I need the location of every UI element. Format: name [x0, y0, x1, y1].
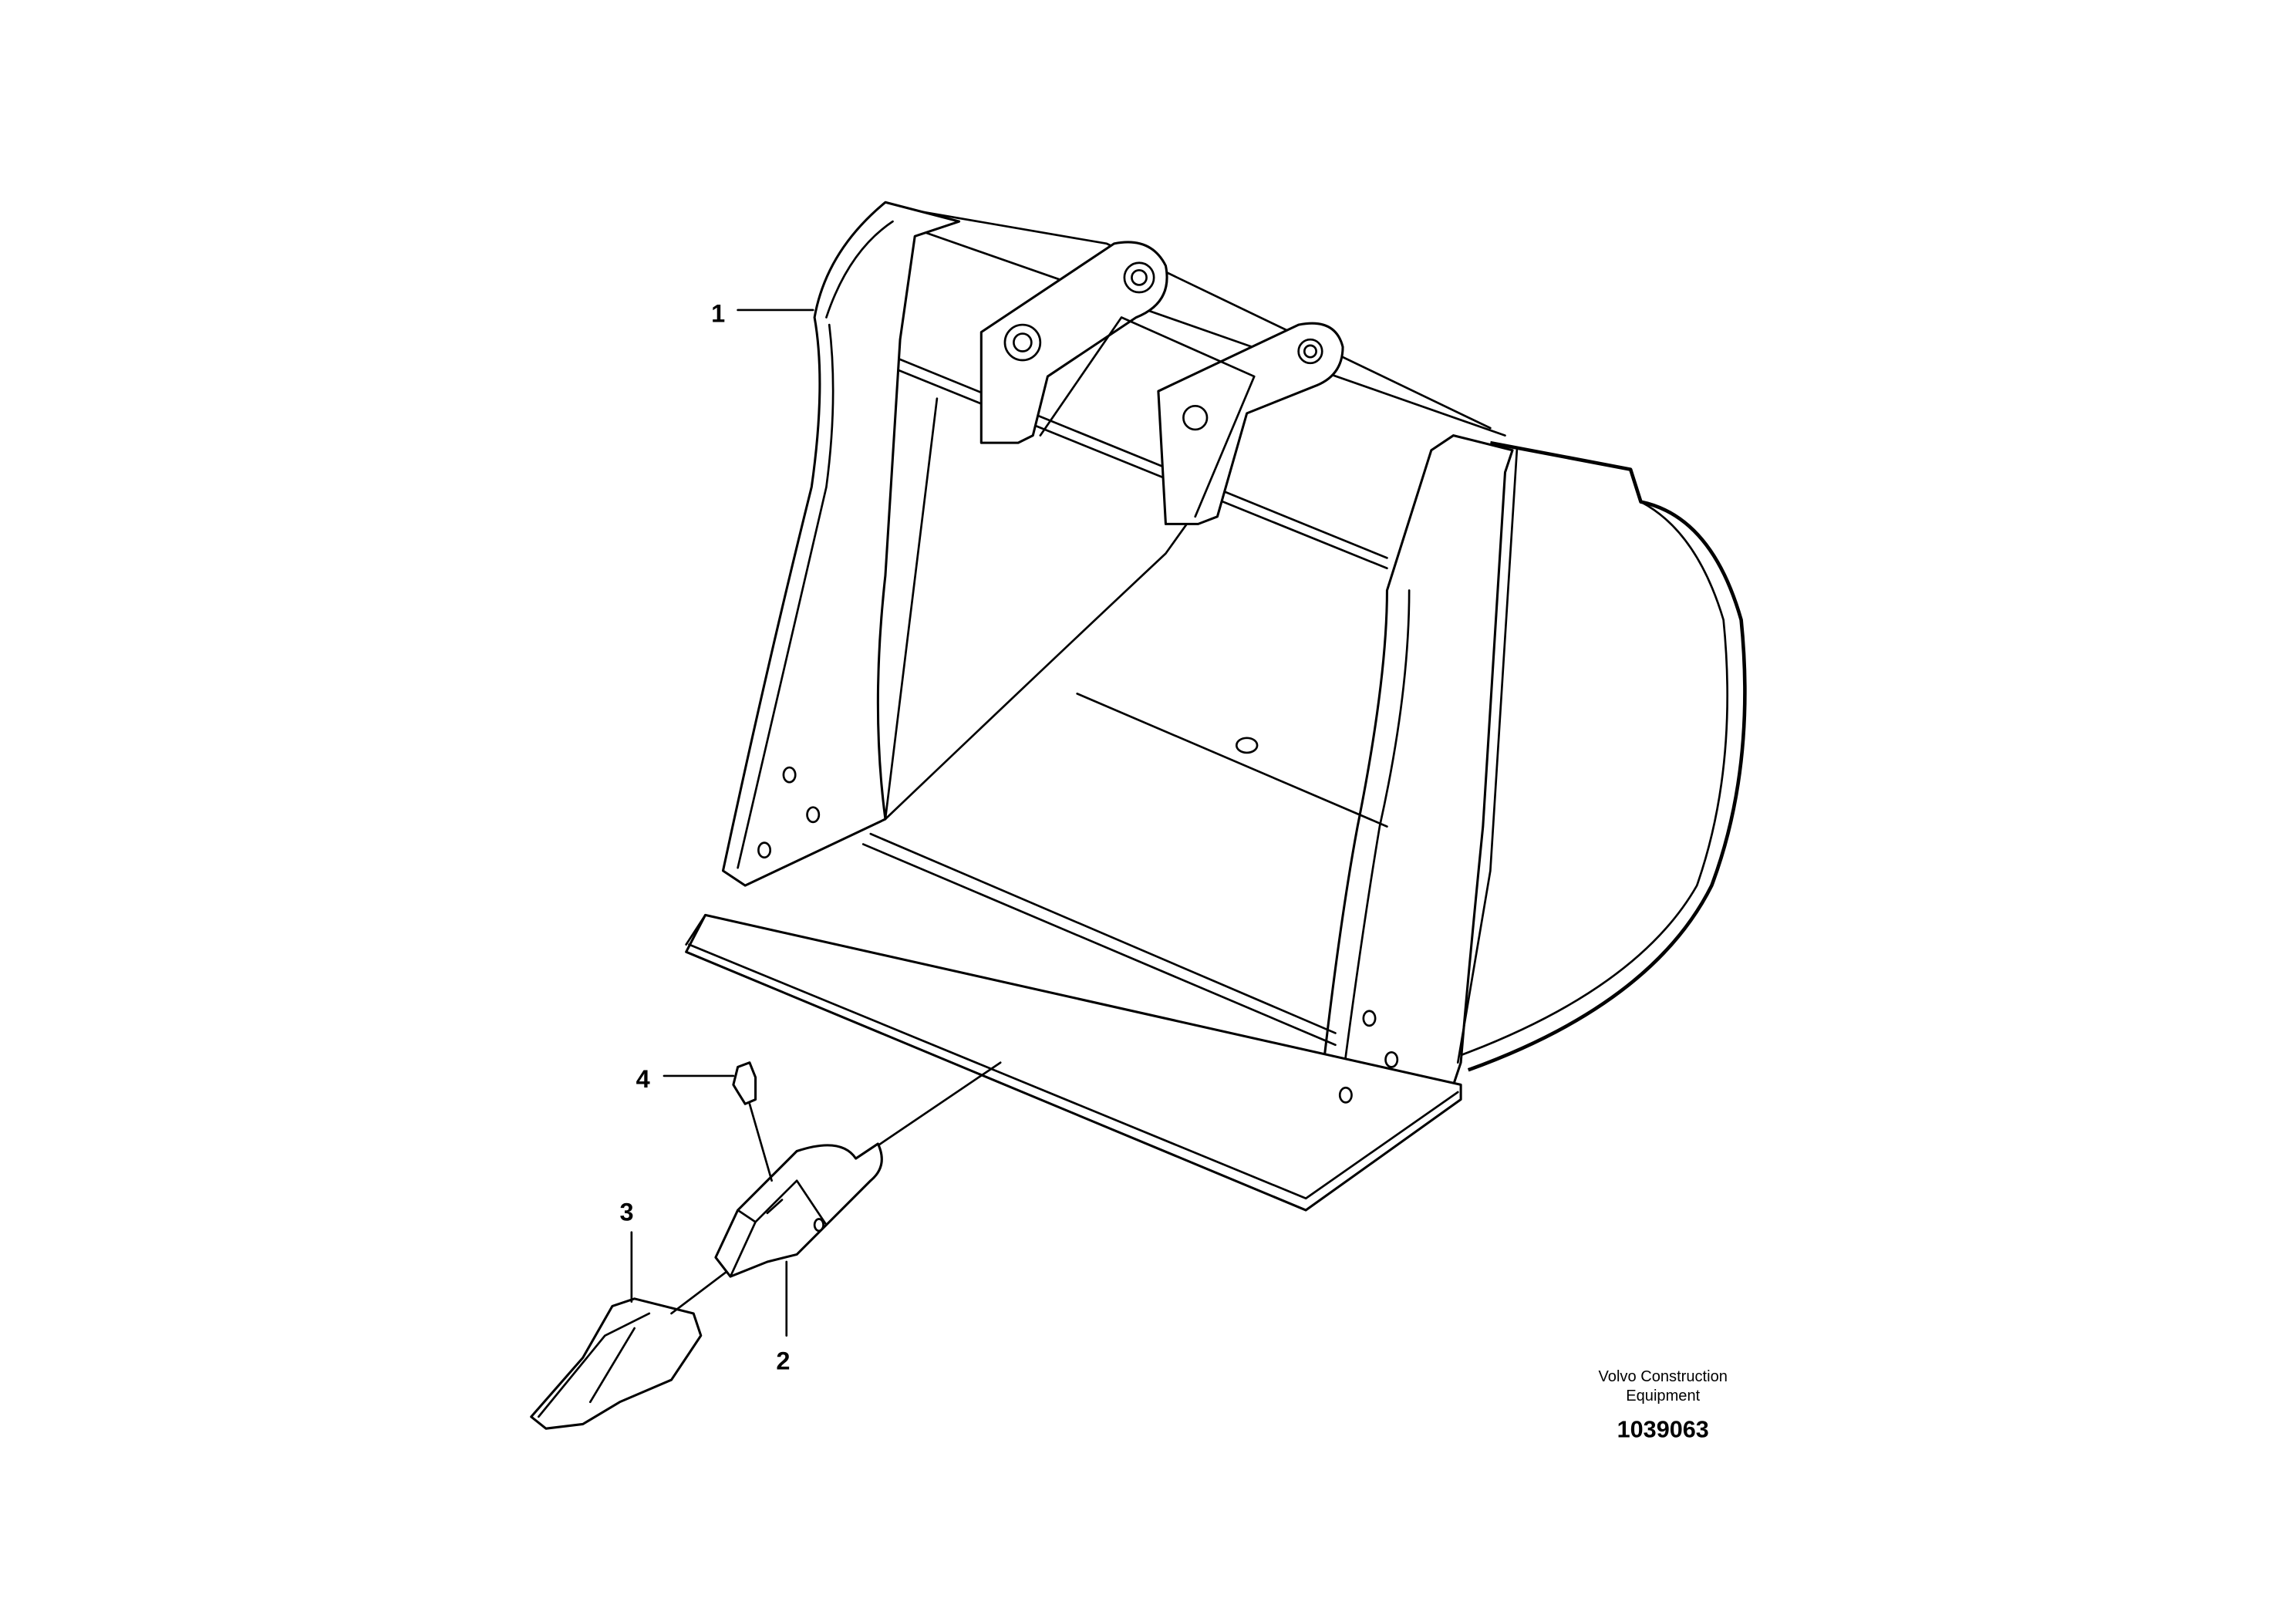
drawing-footer: Volvo Construction Equipment 1039063 [1599, 1368, 1728, 1443]
callout-label: 1 [711, 299, 725, 327]
callout-label: 3 [620, 1198, 634, 1226]
brand-line-2: Equipment [1626, 1388, 1700, 1404]
callout-label: 2 [776, 1347, 790, 1375]
callout-3: 3 [620, 1198, 634, 1303]
callout-1: 1 [711, 299, 814, 327]
retainer-pin-drawing [732, 1061, 773, 1182]
callout-2: 2 [776, 1260, 790, 1375]
brand-line-1: Volvo Construction [1599, 1368, 1728, 1385]
tooth-adapter-drawing [714, 1142, 883, 1278]
tooth-drawing [530, 1271, 727, 1430]
bucket-drawing [685, 201, 1747, 1212]
callout-4: 4 [636, 1065, 735, 1093]
drawing-number: 1039063 [1617, 1417, 1709, 1443]
callout-label: 4 [636, 1065, 650, 1093]
